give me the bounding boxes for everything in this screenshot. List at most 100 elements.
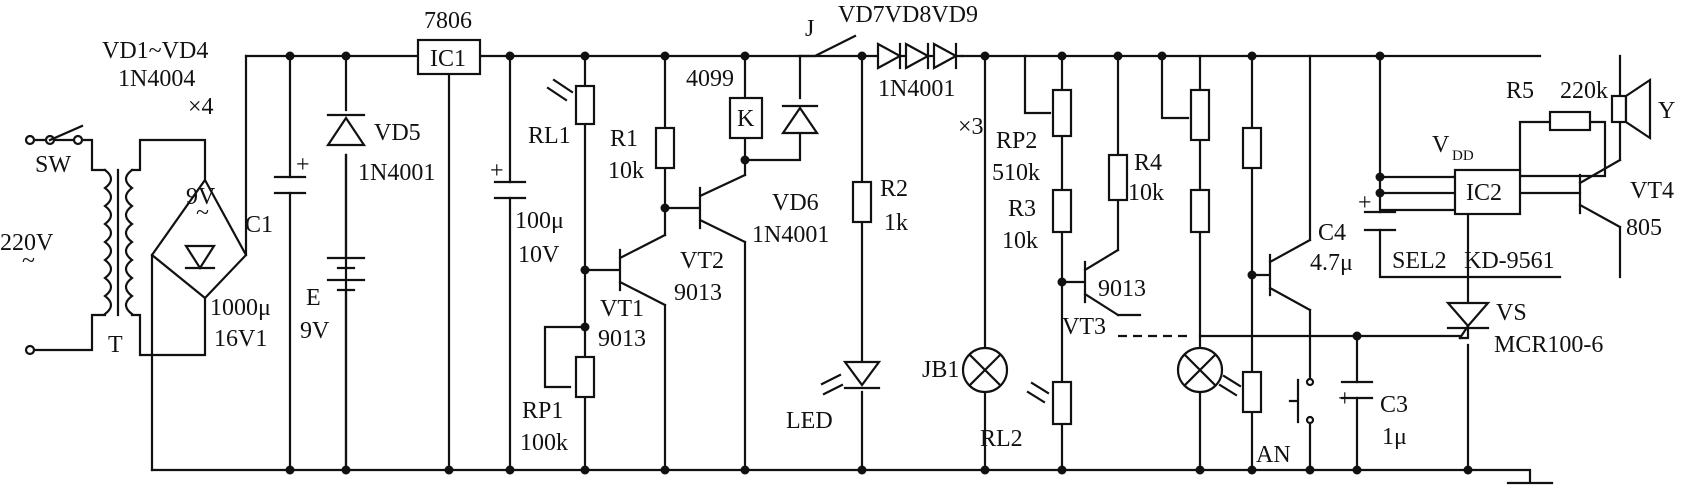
label-plus-c4: +: [1358, 190, 1372, 216]
label-c1-voltage: 16V1: [214, 326, 267, 352]
label-vt2: VT2: [680, 248, 724, 274]
potentiometer-rp1: [574, 355, 596, 399]
label-r4-value: 10k: [1128, 180, 1164, 206]
label-r1: R1: [610, 126, 638, 152]
label-vd6: VD6: [772, 190, 819, 216]
resistor-r5: [1548, 110, 1592, 132]
capacitor-100u-symbol: [493, 180, 527, 200]
resistor-r3: [1051, 188, 1073, 234]
light-arrows-rl2: [1026, 381, 1050, 404]
lamp-mid-symbol: [1176, 346, 1224, 394]
label-rp1-value: 100k: [520, 430, 568, 456]
label-t: T: [108, 332, 123, 358]
label-vd5-type: 1N4001: [358, 160, 435, 186]
label-r2: R2: [880, 176, 908, 202]
label-vt4-type: 805: [1626, 215, 1662, 241]
capacitor-c3-symbol: [1340, 380, 1374, 400]
label-220v-tilde: ~: [22, 248, 35, 274]
label-y: Y: [1658, 98, 1675, 124]
label-sel2: SEL2: [1392, 248, 1447, 274]
label-vt3: VT3: [1062, 314, 1106, 340]
photoresistor-rl1: [574, 84, 596, 126]
label-rp2: RP2: [996, 128, 1037, 154]
label-kd9561: KD-9561: [1464, 248, 1555, 274]
label-j: J: [805, 16, 814, 42]
label-vt4: VT4: [1630, 178, 1674, 204]
transformer-symbol: [103, 168, 134, 317]
label-ic1: IC1: [430, 46, 466, 72]
label-vt2-type: 9013: [674, 280, 722, 306]
label-r2-value: 1k: [884, 210, 908, 236]
led-symbol: [820, 360, 882, 396]
capacitor-c1-symbol: [273, 175, 307, 195]
label-an: AN: [1256, 442, 1291, 468]
label-x3: ×3: [958, 114, 984, 140]
label-7806: 7806: [424, 8, 472, 34]
diode-vd6-symbol: [780, 104, 820, 135]
label-plus-c3: +: [1338, 386, 1352, 412]
potentiometer-mid: [1189, 88, 1211, 142]
label-4099: 4099: [686, 66, 734, 92]
resistor-r4: [1107, 153, 1129, 202]
scr-vs-symbol: [1445, 301, 1491, 340]
label-e: E: [306, 285, 321, 311]
label-vd5: VD5: [374, 120, 421, 146]
pushbutton-an-symbol: [1288, 377, 1315, 425]
label-mcr100: MCR100-6: [1494, 332, 1603, 358]
potentiometer-rp2: [1051, 88, 1073, 138]
label-r3-value: 10k: [1002, 228, 1038, 254]
label-9v-sec: 9V: [186, 184, 216, 210]
label-rl1: RL1: [528, 123, 571, 149]
label-x4: ×4: [188, 94, 214, 120]
speaker-y-symbol: [1610, 77, 1652, 141]
label-100u: 100μ: [515, 208, 564, 234]
capacitor-c4-symbol: [1363, 210, 1397, 232]
resistor-mid: [1189, 188, 1211, 234]
label-led: LED: [786, 408, 833, 434]
label-c3-value: 1μ: [1382, 424, 1407, 450]
label-e-9v: 9V: [300, 318, 330, 344]
photoresistor-right: [1241, 370, 1263, 414]
label-220v: 220V: [0, 230, 54, 256]
battery-e-symbol: [326, 256, 366, 292]
label-9v-tilde: ~: [196, 200, 209, 226]
relay-k-box: [728, 96, 764, 140]
junction-dots: [285, 51, 1473, 475]
label-vd7vd8vd9: VD7VD8VD9: [838, 2, 978, 28]
label-r5: R5: [1506, 78, 1534, 104]
label-sw: SW: [35, 152, 71, 178]
label-c3: C3: [1380, 392, 1408, 418]
label-c1-value: 1000μ: [210, 295, 271, 321]
label-vd6-type: 1N4001: [752, 222, 829, 248]
label-rp1: RP1: [522, 398, 563, 424]
label-vt1-type: 9013: [598, 326, 646, 352]
label-rp2-value: 510k: [992, 160, 1040, 186]
bridge-rectifier-symbol: [150, 177, 248, 300]
label-vt3-type: 9013: [1098, 276, 1146, 302]
resistor-r2: [851, 180, 873, 224]
labels: SW 220V ~ T VD1~VD4 1N4004 ×4 9V ~ C1 + …: [0, 2, 1675, 468]
diodes-vd7-vd9-symbol: [876, 42, 959, 70]
label-vdd-sub: DD: [1452, 148, 1474, 164]
label-r5-value: 220k: [1560, 78, 1608, 104]
diode-vd5-symbol: [325, 113, 367, 147]
label-1n4004: 1N4004: [118, 66, 195, 92]
label-ic2: IC2: [1466, 180, 1502, 206]
ic1-box: [416, 38, 482, 76]
label-k: K: [737, 106, 755, 132]
label-vd1vd4: VD1~VD4: [102, 38, 208, 64]
label-vdd: V: [1432, 132, 1450, 158]
resistor-right: [1241, 126, 1263, 170]
label-vt1: VT1: [600, 296, 644, 322]
light-arrows-right: [1218, 374, 1242, 397]
ic2-box: [1453, 168, 1522, 216]
label-r1-value: 10k: [608, 158, 644, 184]
photoresistor-rl2: [1051, 380, 1073, 426]
label-10v: 10V: [518, 242, 560, 268]
label-c4-value: 4.7μ: [1310, 250, 1353, 276]
label-plus-c1: +: [296, 152, 310, 178]
light-arrows-rl1: [546, 78, 574, 102]
switch-sw-symbol: [24, 124, 84, 356]
resistor-r1: [654, 126, 676, 170]
label-rl2: RL2: [980, 426, 1023, 452]
